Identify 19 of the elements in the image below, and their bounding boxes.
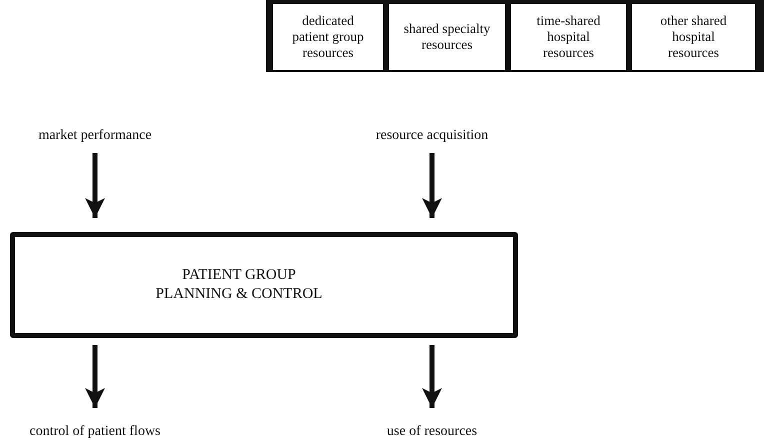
flow-label: resource acquisition bbox=[376, 128, 488, 144]
table-frame bbox=[266, 0, 764, 72]
arrow bbox=[422, 153, 442, 218]
process-title: PATIENT GROUP PLANNING & CONTROL bbox=[154, 266, 324, 304]
resource-text: time-shared hospital resources bbox=[536, 13, 602, 61]
arrow bbox=[85, 153, 105, 218]
resource-text: dedicated patient group resources bbox=[291, 13, 365, 61]
arrow bbox=[85, 345, 105, 408]
flow-label: market performance bbox=[38, 128, 152, 144]
process-box bbox=[10, 232, 518, 338]
resource-box bbox=[511, 4, 626, 70]
resource-box bbox=[273, 4, 383, 70]
arrow bbox=[422, 345, 442, 408]
flow-label: control of patient flows bbox=[29, 424, 161, 440]
resource-text: other shared hospital resources bbox=[659, 13, 728, 61]
resource-box bbox=[389, 4, 505, 70]
flow-label: use of resources bbox=[386, 424, 478, 440]
resource-text: shared specialty resources bbox=[402, 21, 492, 53]
resource-box bbox=[632, 4, 755, 70]
